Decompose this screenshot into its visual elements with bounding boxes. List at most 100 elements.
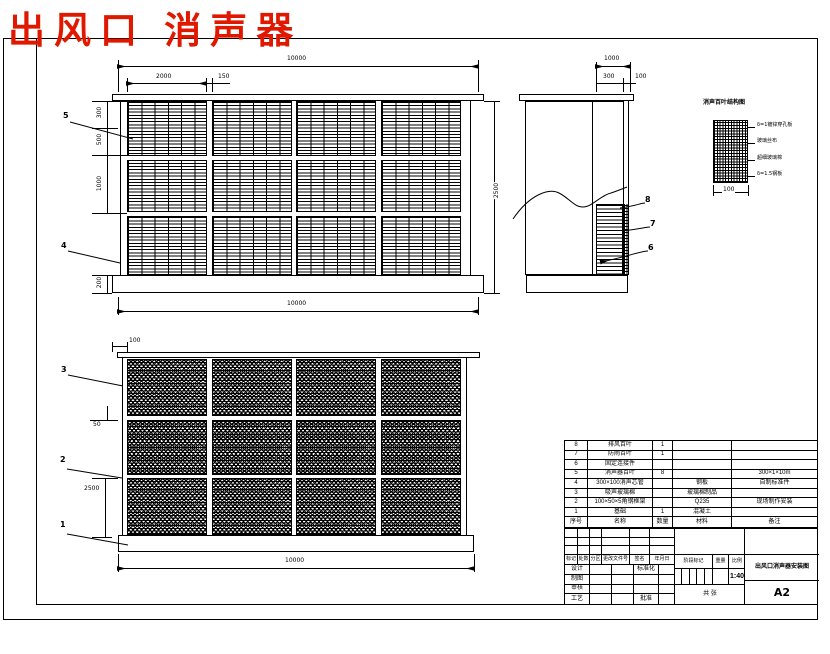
dim-label: 200	[96, 275, 104, 290]
frontview-cap-bar	[117, 352, 480, 358]
sign-label: 批准	[634, 594, 659, 604]
weight-value	[713, 569, 729, 585]
panel-joint	[212, 211, 292, 218]
topview-louver-panel	[127, 101, 207, 275]
callout-5: 5	[63, 111, 69, 120]
part-name: 300×100消声芯管	[588, 479, 653, 489]
dim-label: 2500	[83, 485, 101, 492]
part-material: Q235	[673, 498, 732, 508]
part-qty: 1	[653, 441, 673, 451]
part-remark	[732, 508, 817, 518]
part-qty: 8	[653, 469, 673, 480]
part-name: 防雨百叶	[588, 450, 653, 461]
stage-mark-boxes	[675, 569, 713, 585]
bom-header-material: 材料	[673, 517, 732, 527]
weight-label: 重量	[713, 555, 729, 569]
callout-7: 7	[650, 219, 656, 228]
part-no: 5	[565, 469, 588, 480]
callout-8: 8	[645, 195, 651, 204]
rev-header: 分区	[590, 555, 602, 565]
callout-2: 2	[60, 455, 66, 464]
bom-header-qty: 数量	[653, 517, 673, 527]
part-name: 固定连接件	[588, 460, 653, 470]
frontview-base-bar	[118, 535, 474, 552]
detail-view-title: 消声百叶结构图	[702, 99, 747, 106]
mesh-panel	[296, 359, 376, 416]
part-qty: 1	[653, 450, 673, 461]
mesh-panel	[127, 478, 207, 535]
part-qty	[653, 460, 673, 470]
sign-label: 标准化	[634, 565, 659, 575]
topview-cap-bar	[112, 94, 484, 101]
dim-label: 10000	[286, 55, 308, 62]
part-remark: 300×1×10m	[732, 470, 817, 480]
sideview-base-bar	[526, 275, 628, 293]
dim-label: 100	[634, 73, 648, 80]
sheet-size: A2	[773, 586, 791, 599]
title-block-drawing-title: 出风口消声器安装图	[745, 555, 819, 581]
revision-header-row: 标记 处数 分区 更改文件号 签名 年月日	[565, 555, 675, 565]
bom-header-remark: 备注	[768, 518, 781, 525]
mesh-panel	[296, 420, 376, 475]
part-no: 7	[565, 450, 588, 461]
scale-label: 比例	[729, 555, 745, 569]
dim-label: 2500	[493, 181, 501, 200]
sign-label: 工艺	[565, 594, 590, 604]
topview-louver-panel	[381, 101, 461, 275]
part-name: 排风百叶	[588, 441, 653, 451]
part-qty: 1	[653, 507, 673, 518]
material-label: 玻璃丝布	[756, 138, 779, 144]
topview-louver-panel	[212, 101, 292, 275]
panel-joint	[127, 155, 207, 161]
part-remark	[732, 460, 817, 470]
signature-grid: 设计 标准化 制图 审核 工艺 批准	[565, 565, 675, 604]
dim-label: 1000	[603, 55, 621, 62]
part-remark	[732, 451, 817, 461]
part-material	[673, 460, 732, 470]
dim-label: 1000	[96, 174, 104, 193]
part-name: 吸声玻璃棉	[588, 488, 653, 499]
title-block: 标记 处数 分区 更改文件号 签名 年月日 设计 标准化 制图 审核	[564, 528, 819, 605]
part-name: 消声器百叶	[588, 469, 653, 480]
mesh-panel	[212, 420, 292, 475]
rev-header: 年月日	[650, 555, 674, 565]
scale-value: 1:40	[729, 569, 745, 585]
part-name: 基础	[588, 507, 653, 518]
callout-4: 4	[61, 241, 67, 250]
sign-label: 审核	[565, 584, 590, 595]
rev-header: 更改文件号	[602, 555, 630, 565]
bom-header-name: 名称	[588, 517, 653, 527]
callout-1: 1	[60, 520, 66, 529]
panel-joint	[296, 155, 376, 161]
title-block-stage-area: 阶段标记 重量 比例 1:40 共 张	[675, 529, 745, 604]
material-label: δ=1镀锌穿孔板	[756, 122, 794, 128]
sideview-cap-bar	[519, 94, 634, 101]
dim-label: 2000	[155, 73, 173, 80]
panel-joint	[381, 211, 461, 218]
topview-louver-panel	[296, 101, 376, 275]
part-material: 玻璃棉制品	[673, 488, 732, 499]
panel-joint	[212, 155, 292, 161]
part-remark	[732, 489, 817, 499]
callout-3: 3	[61, 365, 67, 374]
material-label: δ=1.5钢板	[756, 171, 784, 177]
dim-label: 300	[96, 105, 104, 120]
detail-sandwich-section	[713, 120, 748, 183]
topview-base-bar	[112, 275, 484, 293]
bom-table: 8 排风百叶 1 7 防雨百叶 1 6 固定连接件 5 消声器百叶 8 300×…	[564, 440, 818, 528]
dim-label: 100	[128, 337, 142, 344]
material-label: 超细玻璃棉	[756, 155, 784, 161]
part-qty	[653, 498, 673, 508]
part-material: 钢板	[673, 479, 732, 489]
sheet-note: 共 张	[703, 591, 717, 597]
sign-label	[634, 574, 659, 585]
part-remark: 现场制作安装	[732, 498, 817, 508]
mesh-panel	[127, 359, 207, 416]
bom-header-no: 序号	[565, 517, 588, 527]
dim-label: 10000	[286, 300, 308, 307]
sign-label: 制图	[565, 574, 590, 585]
mesh-panel	[127, 420, 207, 475]
callout-6: 6	[648, 243, 654, 252]
dim-label: 500	[96, 132, 104, 147]
